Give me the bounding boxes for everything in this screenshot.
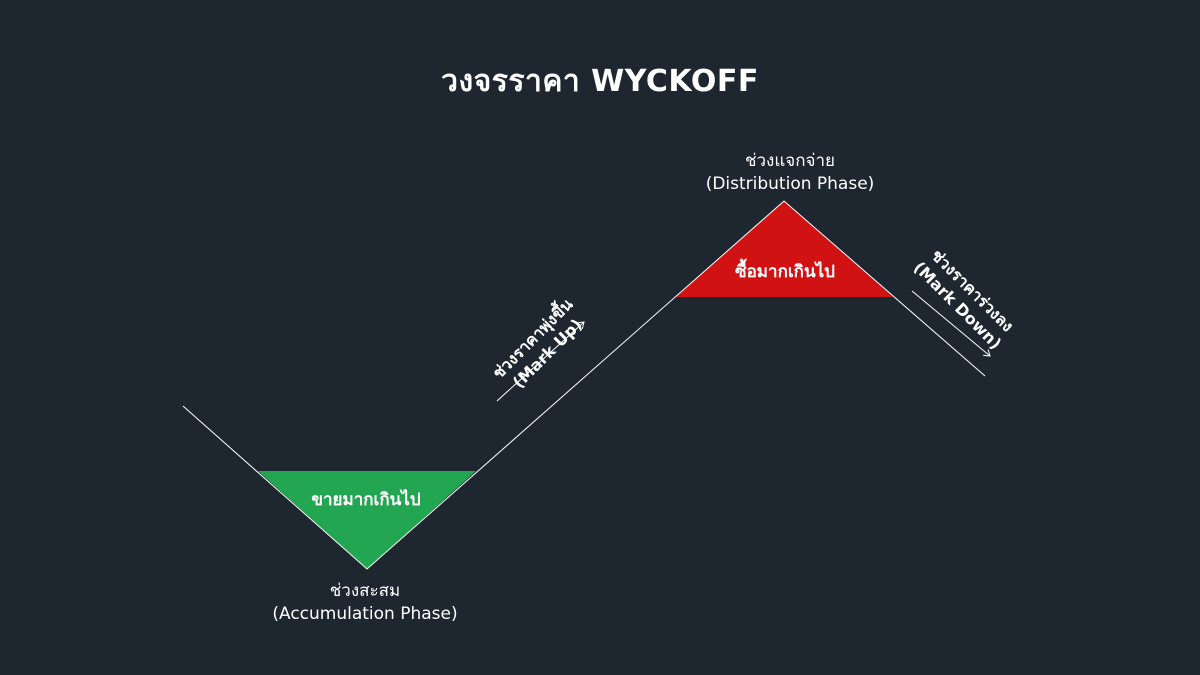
accumulation-zone xyxy=(258,471,476,569)
distribution-phase-label: ช่วงแจกจ่าย (Distribution Phase) xyxy=(660,150,920,196)
accumulation-phase-th: ช่วงสะสม xyxy=(329,581,401,601)
page-title: วงจรราคา WYCKOFF xyxy=(441,64,759,99)
overbought-label: ซื้อมากเกินไป xyxy=(735,262,835,282)
distribution-phase-th: ช่วงแจกจ่าย xyxy=(744,151,836,171)
distribution-phase-en: (Distribution Phase) xyxy=(705,174,875,194)
accumulation-phase-en: (Accumulation Phase) xyxy=(272,604,458,624)
accumulation-phase-label: ช่วงสะสม (Accumulation Phase) xyxy=(230,580,500,626)
oversold-label: ขายมากเกินไป xyxy=(311,490,421,510)
markdown-arrow xyxy=(911,290,990,356)
price-path-line xyxy=(182,200,986,570)
distribution-zone xyxy=(675,201,893,297)
markup-arrow xyxy=(496,322,584,402)
